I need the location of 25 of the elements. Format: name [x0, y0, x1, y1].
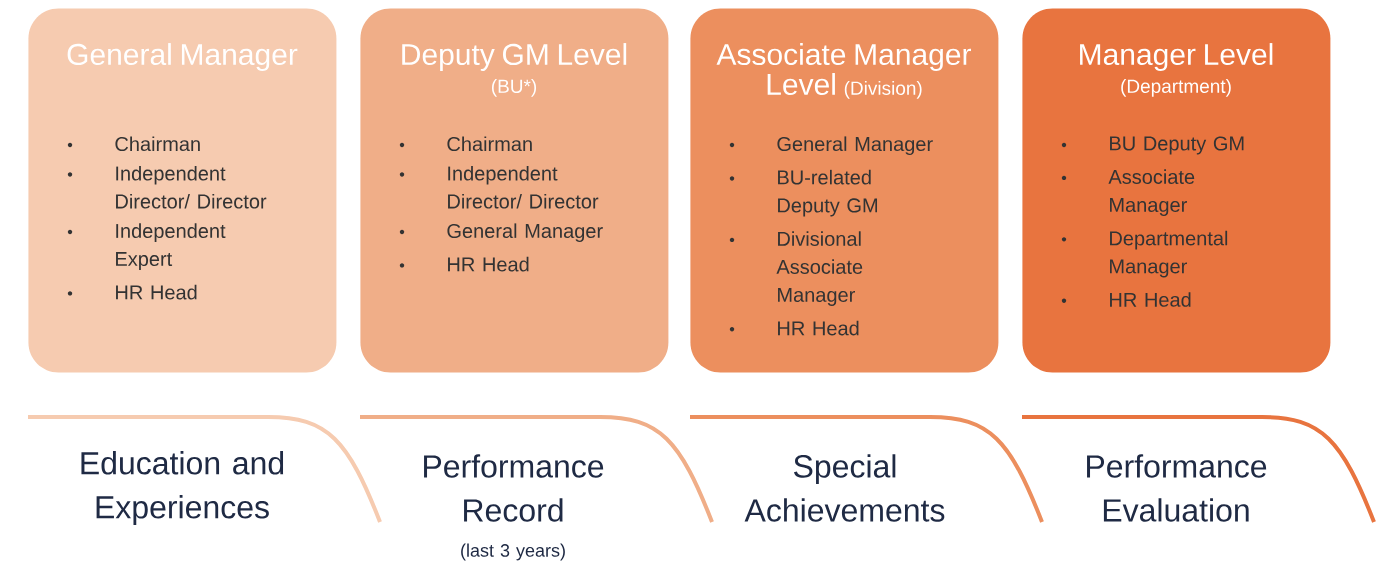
bullet-item: HR Head: [1061, 292, 1191, 307]
bullet-item: BU Deputy GM: [1061, 136, 1244, 155]
bullet-item: BU-related Deputy GM: [729, 169, 877, 217]
bullet-item: Chairman: [399, 136, 532, 152]
bullet-item: General Manager: [729, 136, 933, 156]
criterion-label: Performance Evaluation: [1087, 454, 1267, 522]
bullet-item: Independent Expert: [67, 223, 226, 270]
criterion-label: Performance Record: [424, 454, 604, 522]
bullet-item: Divisional Associate Manager: [729, 231, 863, 306]
criterion-label: Education and Experiences: [81, 451, 284, 525]
criterion-label: Special Achievements: [744, 454, 945, 522]
card-title: Deputy GM Level (BU*): [402, 43, 627, 97]
bullet-item: Associate Manager: [1061, 169, 1195, 216]
card-title: Manager Level (Department): [1080, 43, 1273, 97]
card-title: General Manager: [67, 43, 298, 71]
card-title: Associate Manager Level (Division): [716, 43, 971, 99]
note-text: (last 3 years): [461, 543, 565, 561]
bullet-item: Departmental Manager: [1061, 230, 1228, 278]
bullet-item: Chairman: [67, 136, 200, 152]
bullet-item: Independent Director/ Director: [67, 165, 267, 209]
bullet-item: HR Head: [729, 320, 859, 336]
bullet-item: HR Head: [399, 256, 529, 272]
bullet-item: HR Head: [67, 284, 197, 300]
bullet-item: General Manager: [399, 223, 603, 242]
bullet-item: Independent Director/ Director: [399, 165, 599, 209]
